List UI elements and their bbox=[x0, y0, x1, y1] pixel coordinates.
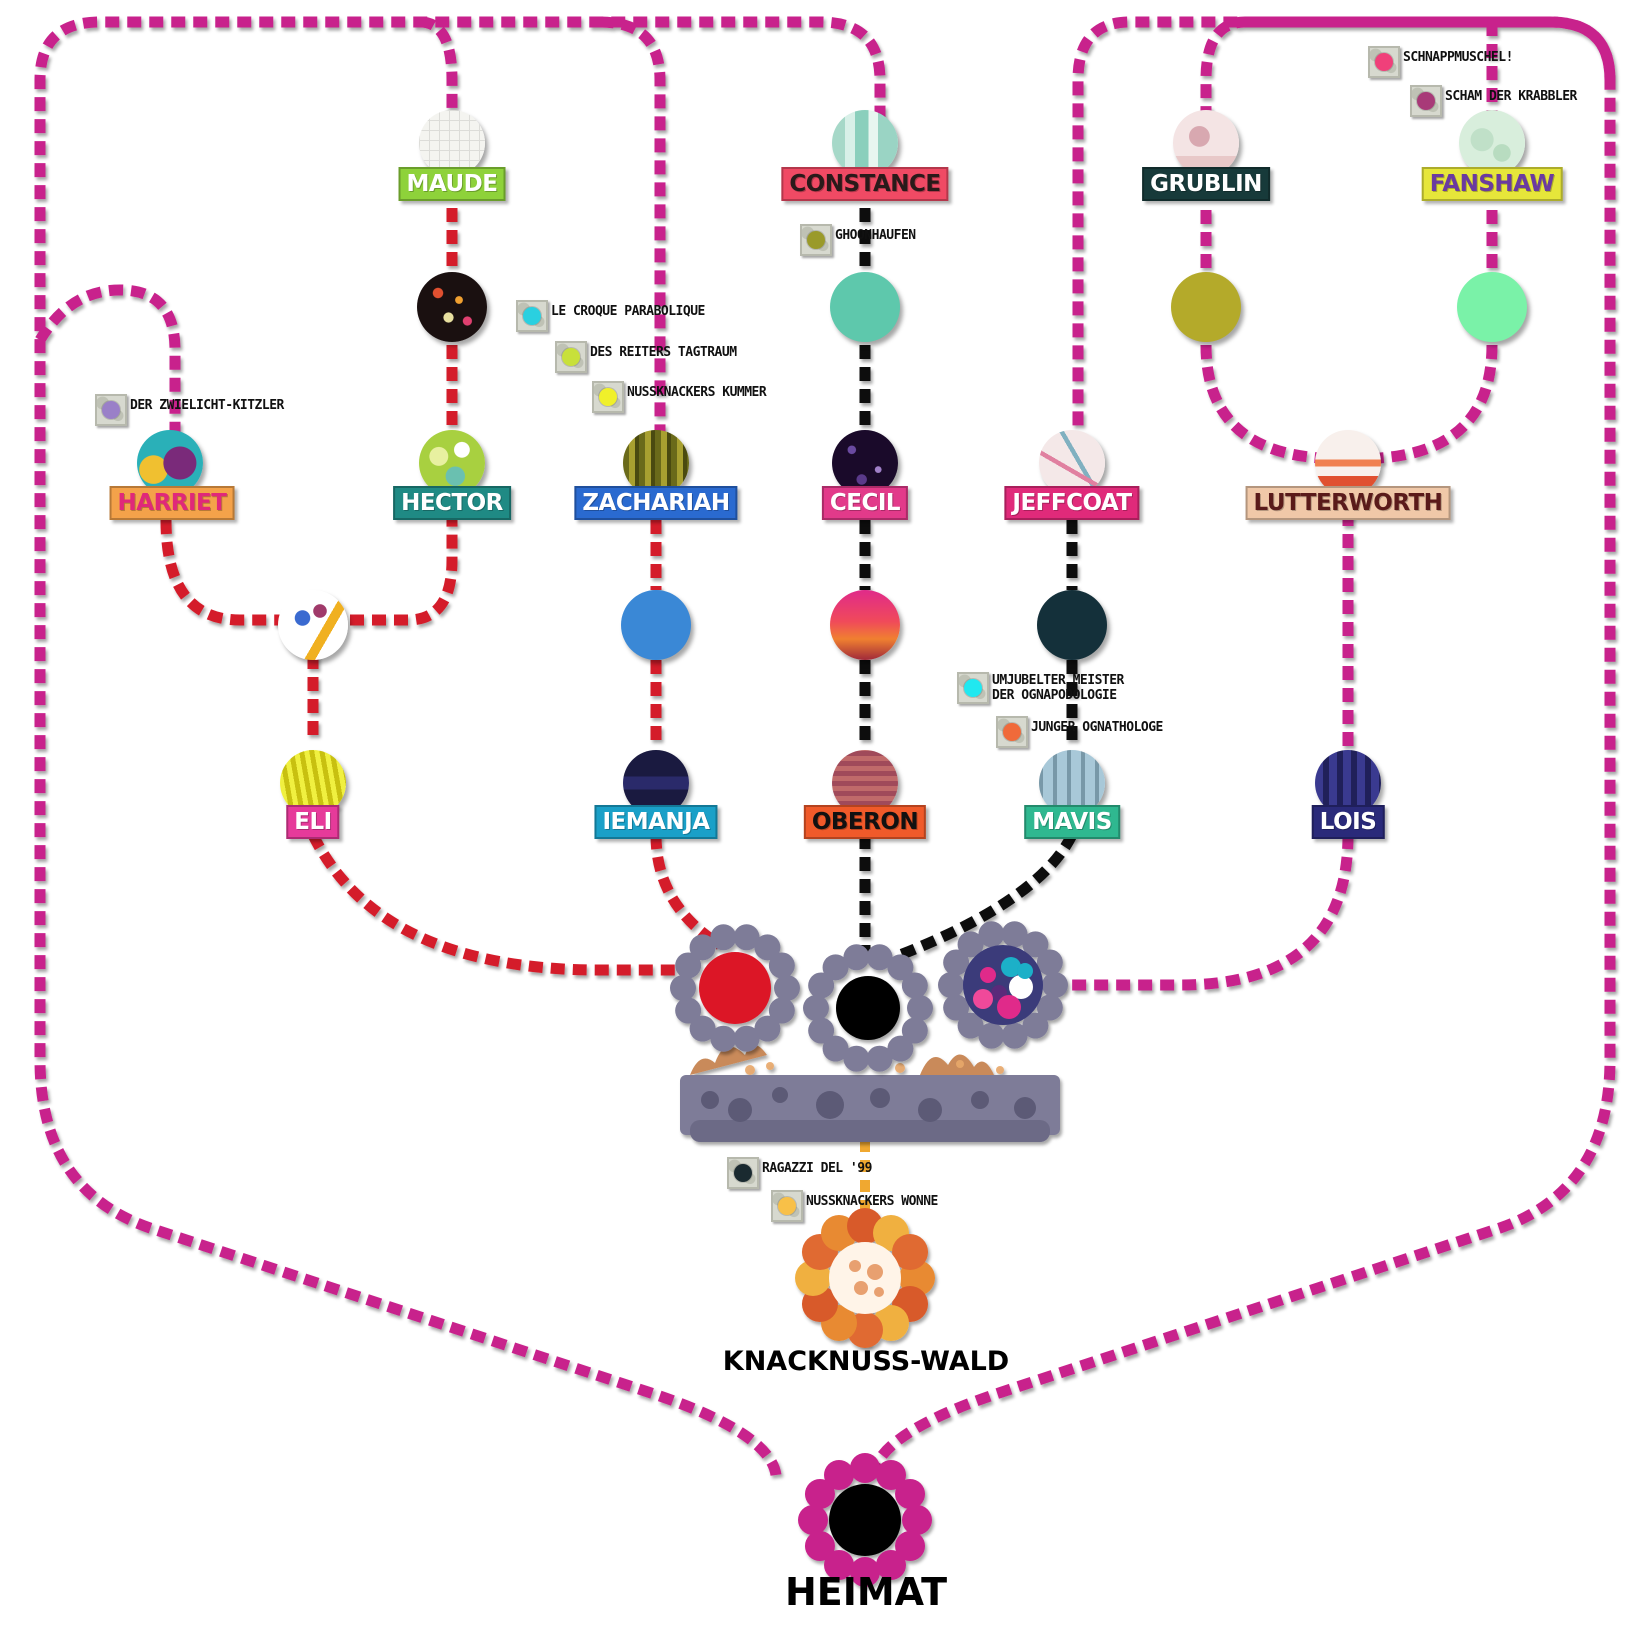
node-blue-icon[interactable] bbox=[621, 590, 691, 660]
item-dot-icon bbox=[807, 231, 825, 249]
plate-oberon[interactable]: OBERON bbox=[803, 805, 927, 839]
level-zachariah-icon[interactable] bbox=[623, 430, 689, 496]
item-scham-der-krabbler[interactable]: SCHAM DER KRABBLER bbox=[1410, 85, 1577, 117]
node-mixed-icon[interactable] bbox=[278, 590, 348, 660]
level-cecil-icon[interactable] bbox=[832, 430, 898, 496]
item-dot-icon bbox=[599, 388, 617, 406]
path-magenta bbox=[34, 16, 1616, 1477]
item-dot-icon bbox=[778, 1197, 796, 1215]
level-constance-icon[interactable] bbox=[832, 110, 898, 176]
gate-black-icon[interactable] bbox=[803, 944, 933, 1072]
plate-jeffcoat[interactable]: JEFFCOAT bbox=[1004, 486, 1140, 520]
item-dot-icon bbox=[562, 348, 580, 366]
plate-lois[interactable]: LOIS bbox=[1311, 805, 1385, 839]
plate-zachariah[interactable]: ZACHARIAH bbox=[574, 486, 738, 520]
plate-eli[interactable]: ELI bbox=[286, 805, 340, 839]
item-dot-icon bbox=[102, 401, 120, 419]
item-umjubelter-meister[interactable]: UMJUBELTER MEISTER DER OGNAPODOLOGIE bbox=[957, 672, 1124, 704]
plate-harriet[interactable]: HARRIET bbox=[109, 486, 235, 520]
path-red bbox=[160, 208, 723, 976]
plate-maude[interactable]: MAUDE bbox=[398, 167, 506, 201]
node-dark-teal-icon[interactable] bbox=[1037, 590, 1107, 660]
item-dot-icon bbox=[734, 1164, 752, 1182]
plate-lutterworth[interactable]: LUTTERWORTH bbox=[1245, 486, 1451, 520]
item-nussknackers-kummer[interactable]: NUSSKNACKERS KUMMER bbox=[592, 381, 767, 413]
level-maude-icon[interactable] bbox=[419, 110, 485, 176]
home-label[interactable]: HEIMAT bbox=[784, 1570, 948, 1614]
plate-cecil[interactable]: CECIL bbox=[821, 486, 909, 520]
item-schnappmuschel[interactable]: SCHNAPPMUSCHEL! bbox=[1368, 46, 1513, 78]
item-dot-icon bbox=[1417, 92, 1435, 110]
item-nussknackers-wonne[interactable]: NUSSKNACKERS WONNE bbox=[771, 1190, 938, 1222]
home-flower-icon[interactable] bbox=[798, 1453, 932, 1587]
item-ragazzi-del-99[interactable]: RAGAZZI DEL '99 bbox=[727, 1157, 872, 1189]
item-ghoonhaufen[interactable]: GHOONHAUFEN bbox=[800, 224, 916, 256]
plate-hector[interactable]: HECTOR bbox=[393, 486, 511, 520]
level-harriet-icon[interactable] bbox=[137, 430, 203, 496]
item-dot-icon bbox=[1003, 723, 1021, 741]
item-dot-icon bbox=[1375, 53, 1393, 71]
item-der-zwielicht-kitzler[interactable]: DER ZWIELICHT-KITZLER bbox=[95, 394, 284, 426]
level-lutterworth-icon[interactable] bbox=[1315, 430, 1381, 496]
item-le-croque-parabolique[interactable]: LE CROQUE PARABOLIQUE bbox=[516, 300, 705, 332]
plate-grublin[interactable]: GRUBLIN bbox=[1142, 167, 1270, 201]
level-fanshaw-icon[interactable] bbox=[1459, 110, 1525, 176]
plate-constance[interactable]: CONSTANCE bbox=[781, 167, 949, 201]
node-teal-icon[interactable] bbox=[830, 272, 900, 342]
level-hector-icon[interactable] bbox=[419, 430, 485, 496]
hub-flower-icon[interactable] bbox=[795, 1208, 935, 1348]
plate-fanshaw[interactable]: FANSHAW bbox=[1421, 167, 1563, 201]
item-dot-icon bbox=[964, 679, 982, 697]
level-grublin-icon[interactable] bbox=[1173, 110, 1239, 176]
gate-red-icon[interactable] bbox=[670, 924, 800, 1052]
gate-multicolor-icon[interactable] bbox=[938, 921, 1068, 1049]
node-confetti-icon[interactable] bbox=[417, 272, 487, 342]
plate-iemanja[interactable]: IEMANJA bbox=[594, 805, 718, 839]
item-junger-ognathologe[interactable]: JUNGER OGNATHOLOGE bbox=[996, 716, 1163, 748]
hub-kingdom[interactable] bbox=[680, 1045, 1060, 1142]
hub-label[interactable]: KNACKNUSS-WALD bbox=[722, 1346, 1010, 1377]
item-des-reiters-tagtraum[interactable]: DES REITERS TAGTRAUM bbox=[555, 341, 737, 373]
node-olive-icon[interactable] bbox=[1171, 272, 1241, 342]
node-sunset-icon[interactable] bbox=[830, 590, 900, 660]
item-dot-icon bbox=[523, 307, 541, 325]
plate-mavis[interactable]: MAVIS bbox=[1024, 805, 1120, 839]
level-jeffcoat-icon[interactable] bbox=[1039, 430, 1105, 496]
node-mint-icon[interactable] bbox=[1457, 272, 1527, 342]
path-black bbox=[859, 208, 1078, 961]
